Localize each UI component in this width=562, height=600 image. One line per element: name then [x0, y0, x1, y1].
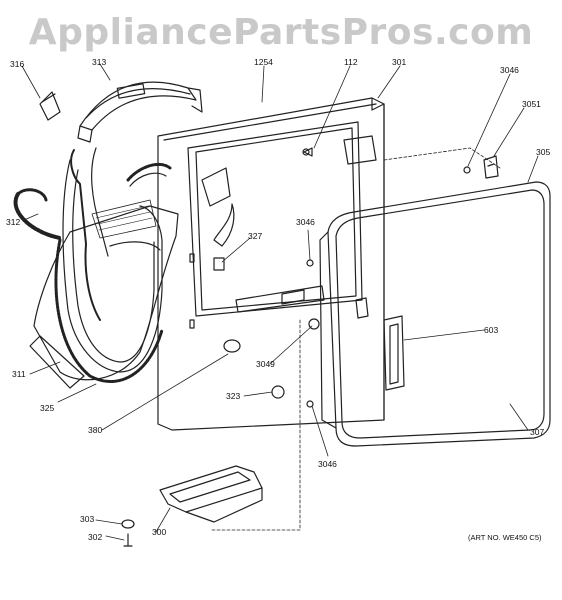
callout-300: 300 [152, 527, 167, 537]
callout-380: 380 [88, 425, 103, 435]
part-303-302-hardware [121, 519, 135, 547]
callout-312: 312 [6, 217, 21, 227]
part-313-duct [77, 81, 203, 143]
callout-3046-mid: 3046 [296, 217, 315, 227]
callout-325: 325 [40, 403, 55, 413]
callout-313: 313 [92, 57, 107, 67]
callout-1254: 1254 [254, 57, 273, 67]
part-300-lint-filter [159, 465, 263, 523]
callout-302: 302 [88, 532, 103, 542]
leader-lines [21, 63, 539, 541]
callout-305: 305 [536, 147, 551, 157]
callout-311: 311 [12, 369, 26, 379]
callout-327: 327 [248, 231, 263, 241]
guide-lines [209, 147, 501, 531]
part-316-tag [39, 91, 61, 121]
callout-323: 323 [226, 391, 241, 401]
part-305-door [319, 181, 551, 447]
callout-3046-bot: 3046 [318, 459, 337, 469]
callout-3046-top: 3046 [500, 65, 519, 75]
callout-307: 307 [530, 427, 545, 437]
part-325-seal [54, 238, 164, 383]
callout-3049: 3049 [256, 359, 275, 369]
part-screws [306, 155, 499, 408]
part-drum-front [62, 147, 172, 373]
callout-316: 316 [10, 59, 25, 69]
part-311-panel [29, 199, 179, 389]
callout-603: 603 [484, 325, 499, 335]
art-number: (ART NO. WE450 C5) [468, 533, 542, 542]
callout-303: 303 [80, 514, 95, 524]
part-301-front-panel [157, 97, 385, 431]
callout-301: 301 [392, 57, 407, 67]
callout-3051: 3051 [522, 99, 541, 109]
watermark: AppliancePartsPros.com [28, 12, 534, 53]
callout-112: 112 [344, 57, 358, 67]
